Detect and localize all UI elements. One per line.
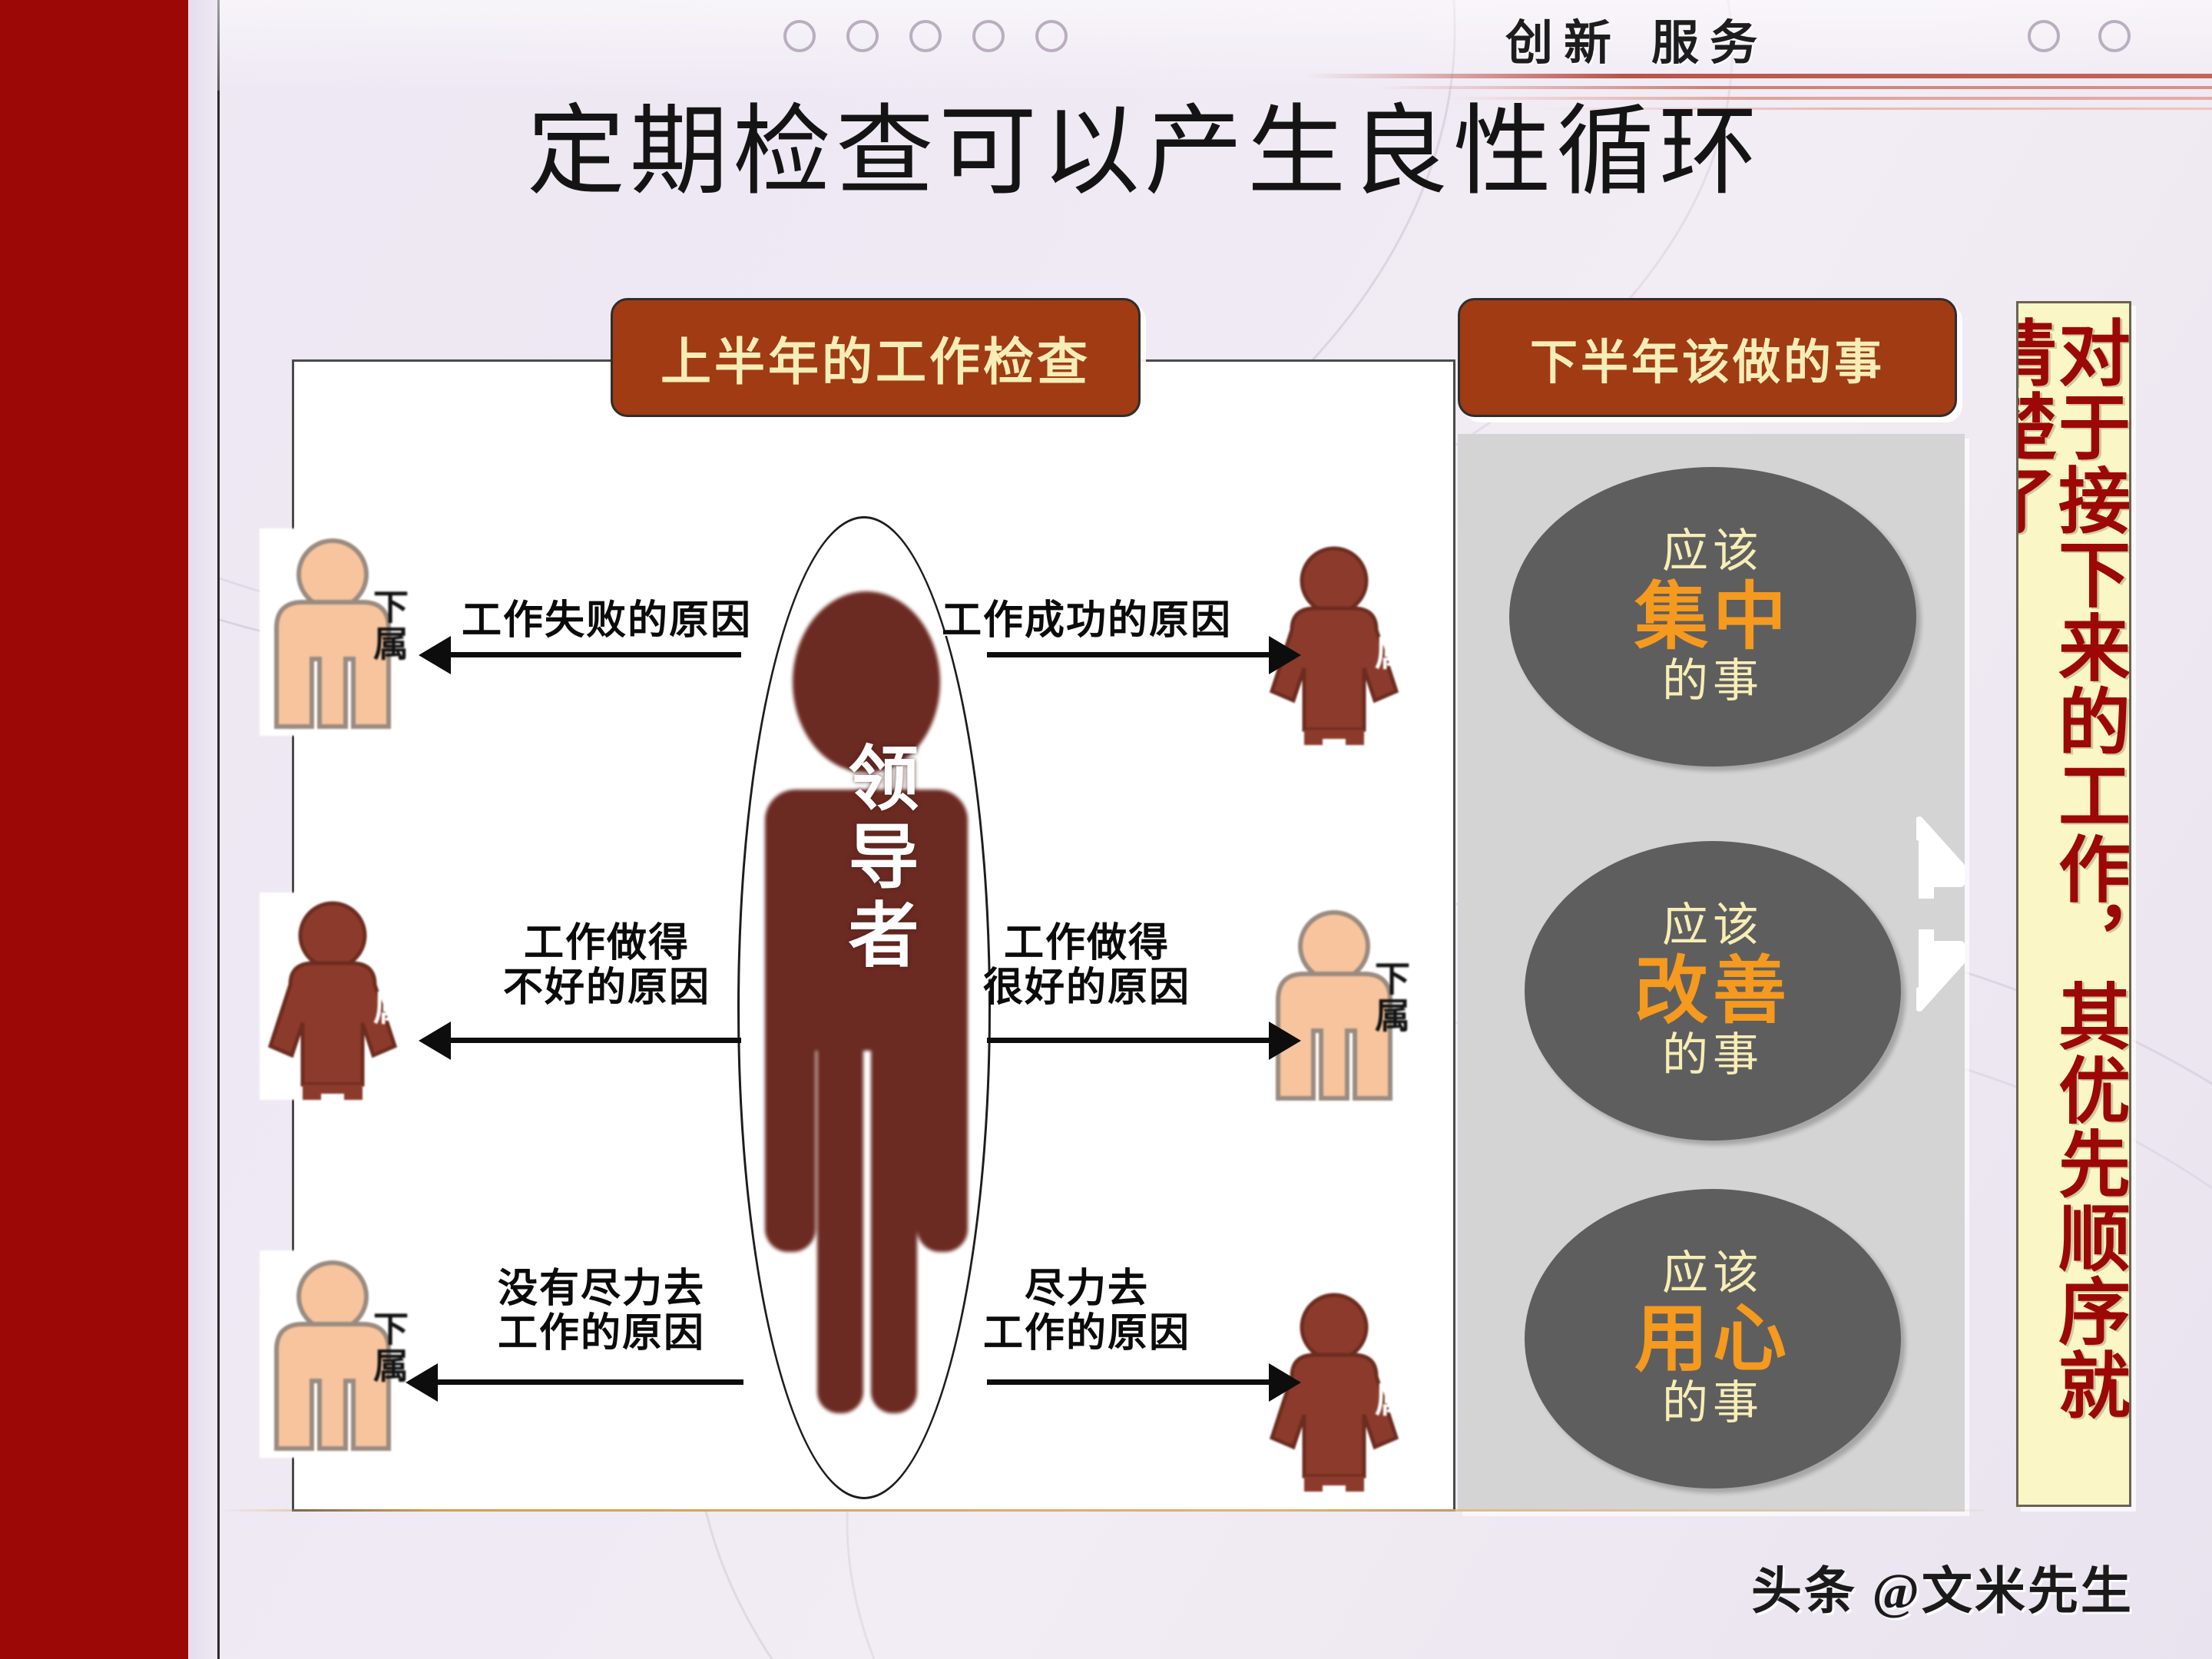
- double-chevron-arrow-icon: [1916, 816, 1965, 1012]
- left-bar-gradient: [188, 0, 217, 1659]
- header-circle-icon: [909, 20, 942, 52]
- left-heading-box: 上半年的工作检查: [611, 298, 1141, 417]
- ellipse-3-keyword: 用心: [1634, 1298, 1791, 1381]
- person-icon: [274, 538, 391, 729]
- subordinate-label: 下属: [369, 1310, 408, 1384]
- ellipse-1-suffix: 的事: [1662, 655, 1763, 707]
- arrow-head-left: [406, 1363, 438, 1402]
- subordinate-figure-row1-left: 下属: [260, 528, 408, 736]
- arrow-label-row1-right: 工作成功的原因: [941, 599, 1232, 643]
- page-title: 定期检查可以产生良性循环: [526, 98, 1762, 207]
- subordinate-figure-row2-right: 下属: [1261, 900, 1409, 1108]
- side-note-panel: 对于接下来的工作，其优先顺序就清楚了: [2016, 301, 2131, 1507]
- arrow-line-row2-right: [987, 1038, 1271, 1043]
- arrow-head-right: [1269, 636, 1301, 674]
- subordinate-figure-row1-right: 下属: [1261, 538, 1409, 745]
- arrow-line-row3-left: [436, 1379, 743, 1385]
- header-stripe: [1536, 108, 2212, 110]
- header-circle-icon: [2098, 20, 2131, 52]
- arrow-label-row2-left: 工作做得 不好的原因: [502, 922, 710, 1011]
- arrow-label-row1-left: 工作失败的原因: [461, 599, 752, 643]
- person-icon: [1269, 546, 1399, 745]
- header-slogan-left: 创新: [1505, 15, 1623, 71]
- arrow-line-row2-left: [449, 1038, 741, 1043]
- arrow-line-row1-right: [987, 652, 1271, 657]
- subordinate-figure-row3-left: 下属: [260, 1250, 408, 1458]
- ellipse-2-prefix: 应该: [1662, 899, 1763, 951]
- leader-person-icon: [765, 591, 968, 1413]
- arrow-label-row2-right: 工作做得 很好的原因: [982, 922, 1190, 1011]
- person-icon: [274, 1260, 391, 1451]
- ellipse-3-suffix: 的事: [1662, 1377, 1763, 1429]
- arrow-head-right: [1269, 1363, 1301, 1402]
- action-ellipse-1: 应该 集中 的事: [1509, 467, 1916, 767]
- right-heading-label: 下半年该做的事: [1529, 336, 1885, 389]
- ellipse-3-prefix: 应该: [1662, 1247, 1763, 1299]
- subordinate-label: 下属: [1370, 1344, 1409, 1418]
- ellipse-2-keyword: 改善: [1634, 950, 1791, 1033]
- person-icon: [267, 901, 398, 1100]
- arrow-label-row3-right: 尽力去 工作的原因: [982, 1267, 1190, 1356]
- header-circle-icon: [846, 20, 879, 52]
- header-stripe: [1444, 97, 2212, 100]
- ellipse-1-prefix: 应该: [1662, 525, 1763, 577]
- header-circle-icon: [2028, 20, 2060, 52]
- arrow-head-left: [419, 1022, 451, 1060]
- leader-label: 领导者: [838, 741, 916, 976]
- left-heading-label: 上半年的工作检查: [661, 334, 1091, 391]
- subordinate-figure-row2-left: 下属: [260, 892, 408, 1100]
- ellipse-2-suffix: 的事: [1662, 1029, 1763, 1081]
- right-heading-box: 下半年该做的事: [1458, 298, 1957, 417]
- left-bar-divider-line: [217, 0, 220, 1659]
- header-stripe: [1306, 74, 2212, 78]
- header-circles-left: [783, 20, 1068, 52]
- header-slogan-right: 服务: [1651, 15, 1769, 71]
- header-circle-icon: [1035, 20, 1068, 52]
- ellipse-1-keyword: 集中: [1634, 576, 1791, 659]
- subordinate-label: 下属: [1370, 960, 1409, 1034]
- header-slogan: 创新服务: [1505, 4, 1768, 73]
- arrow-head-left: [419, 636, 451, 674]
- action-ellipse-2: 应该 改善 的事: [1525, 841, 1901, 1141]
- subordinate-label: 下属: [369, 952, 408, 1026]
- arrow-label-row3-left: 没有尽力去 工作的原因: [497, 1267, 705, 1356]
- header-circles-right: [2028, 20, 2131, 52]
- action-ellipse-3: 应该 用心 的事: [1525, 1189, 1901, 1488]
- header-circle-icon: [783, 20, 816, 52]
- subordinate-figure-row3-right: 下属: [1261, 1284, 1409, 1492]
- person-icon: [1276, 910, 1392, 1101]
- header-stripe: [1375, 86, 2212, 89]
- header-circle-icon: [972, 20, 1005, 52]
- left-red-bar: [0, 0, 188, 1659]
- gold-underline: [217, 1509, 1984, 1512]
- person-icon: [1269, 1293, 1399, 1492]
- arrow-line-row1-left: [449, 652, 741, 657]
- arrow-head-right: [1269, 1022, 1301, 1060]
- subordinate-label: 下属: [1370, 598, 1409, 671]
- subordinate-label: 下属: [369, 588, 408, 662]
- arrow-line-row3-right: [987, 1379, 1271, 1385]
- watermark: 头条 @文米先生: [1751, 1564, 2134, 1620]
